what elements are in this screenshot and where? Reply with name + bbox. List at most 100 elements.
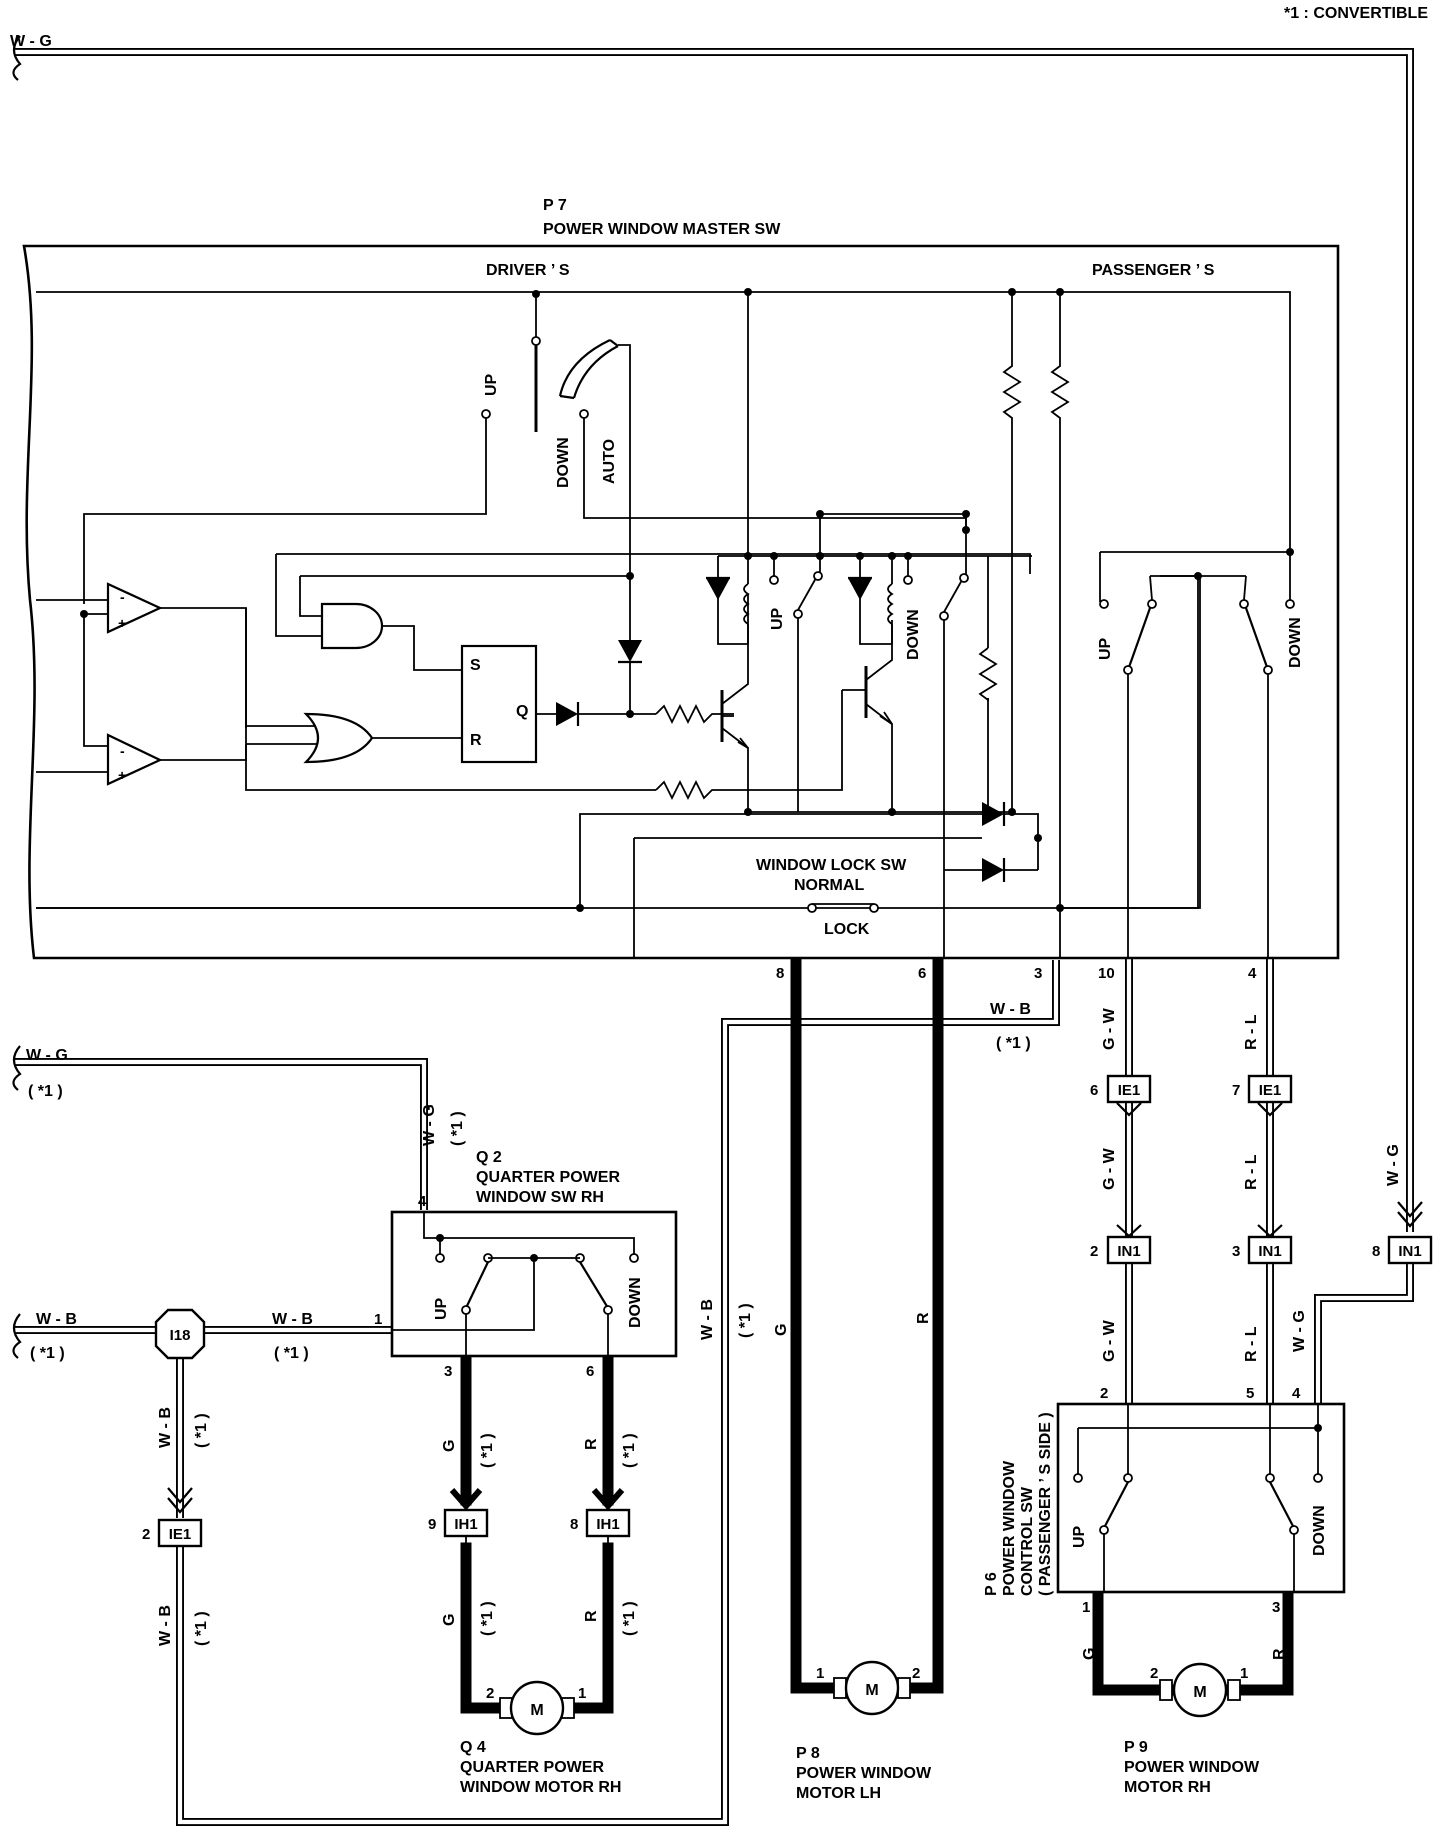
p7-pin-4: 4 <box>1248 965 1257 982</box>
wire-g-p8: G <box>773 1324 790 1336</box>
wire-star-q2-g: ( *1 ) <box>479 1433 496 1468</box>
wire-r-q4: R <box>583 1610 600 1622</box>
opamp2-minus: - <box>120 743 125 759</box>
p7-pin-6: 6 <box>918 965 926 982</box>
window-lock-lock-label: LOCK <box>824 921 870 938</box>
wire-star-vert: ( *1 ) <box>737 1303 754 1338</box>
q4-code: Q 4 <box>460 1739 486 1756</box>
in1-pin-8: 8 <box>1372 1243 1380 1260</box>
p7-pass-down-label: DOWN <box>1287 617 1304 668</box>
ff-set-label: S <box>470 657 481 674</box>
i18-label: I18 <box>170 1327 191 1344</box>
connector-ie1-6: IE1 <box>1106 1074 1152 1104</box>
q2-pin-6: 6 <box>586 1363 594 1380</box>
p6-pin-3: 3 <box>1272 1599 1280 1616</box>
motor-p9: M <box>1159 1662 1241 1718</box>
q4-pin-1: 1 <box>578 1685 586 1702</box>
wire-star-p7: ( *1 ) <box>996 1035 1031 1052</box>
p9-code: P 9 <box>1124 1739 1148 1756</box>
master-switch-p7: - + - + S R Q <box>22 244 1340 960</box>
ie1-pin-6: 6 <box>1090 1082 1098 1099</box>
p6-name2: CONTROL SW <box>1019 1486 1036 1596</box>
q2-down-label: DOWN <box>627 1277 644 1328</box>
junction-i18: I18 <box>154 1308 206 1360</box>
ie1-pin-7: 7 <box>1232 1082 1240 1099</box>
wire-gw-2: G - W <box>1101 1147 1118 1190</box>
wire-r-p9: R <box>1271 1648 1288 1660</box>
wire-star-ie1: ( *1 ) <box>193 1611 210 1646</box>
ih1-9-label: IH1 <box>454 1516 477 1533</box>
wire-g-q2: G <box>441 1440 458 1452</box>
wire-rl-3: R - L <box>1243 1326 1260 1362</box>
ih1-8-label: IH1 <box>596 1516 619 1533</box>
p7-pin-3: 3 <box>1034 965 1042 982</box>
drv-up-label: UP <box>483 373 500 396</box>
wire-wb-vert: W - B <box>699 1299 716 1340</box>
wire-wb-mid: W - B <box>272 1311 313 1328</box>
q2-name1: QUARTER POWER <box>476 1169 620 1186</box>
in1-3-label: IN1 <box>1258 1243 1281 1260</box>
wire-rl-2: R - L <box>1243 1154 1260 1190</box>
ie1-pin-2: 2 <box>142 1526 150 1543</box>
drv-auto-label: AUTO <box>601 439 618 484</box>
p8-pin-1: 1 <box>816 1665 824 1682</box>
q2-name2: WINDOW SW RH <box>476 1189 604 1206</box>
q2-code: Q 2 <box>476 1149 502 1166</box>
wire-g-p9: G <box>1081 1648 1098 1660</box>
wire-wb-p7: W - B <box>990 1001 1031 1018</box>
relay-up-label: UP <box>769 607 786 630</box>
wire-g-q4: G <box>441 1614 458 1626</box>
wire-break-marks <box>12 35 22 1359</box>
wire-wg-left: W - G <box>26 1047 68 1064</box>
wire-wg-p6: W - G <box>1291 1310 1308 1352</box>
wire-star-left-wg: ( *1 ) <box>28 1083 63 1100</box>
wire-gw-1: G - W <box>1101 1007 1118 1050</box>
connector-ie1-7: IE1 <box>1247 1074 1293 1104</box>
motor-p8: M <box>833 1660 911 1716</box>
p7-pin-10: 10 <box>1098 965 1115 982</box>
ie1-2-label: IE1 <box>169 1526 192 1543</box>
ff-q-label: Q <box>516 703 528 720</box>
connector-ie1-2: IE1 <box>157 1518 203 1548</box>
wire-star-q4-r: ( *1 ) <box>621 1601 638 1636</box>
drv-down-label: DOWN <box>555 437 572 488</box>
p6-down-label: DOWN <box>1311 1505 1328 1556</box>
ih1-pin-9: 9 <box>428 1516 436 1533</box>
drivers-label: DRIVER ’ S <box>486 262 570 279</box>
in1-8-label: IN1 <box>1398 1243 1421 1260</box>
wire-star-q2-r: ( *1 ) <box>621 1433 638 1468</box>
quarter-switch-q2: UP DOWN <box>390 1210 678 1358</box>
p8-name2: MOTOR LH <box>796 1785 881 1802</box>
q4-name1: QUARTER POWER <box>460 1759 604 1776</box>
q4-motor-m: M <box>530 1702 543 1719</box>
wire-r-q2: R <box>583 1438 600 1450</box>
passengers-label: PASSENGER ’ S <box>1092 262 1215 279</box>
wire-star-i18: ( *1 ) <box>193 1413 210 1448</box>
p6-pin-4: 4 <box>1292 1385 1301 1402</box>
ie1-7-label: IE1 <box>1259 1082 1282 1099</box>
ff-reset-label: R <box>470 732 482 749</box>
p6-up-label: UP <box>1071 1525 1088 1548</box>
p6-name3: ( PASSENGER ’ S SIDE ) <box>1037 1412 1054 1596</box>
p8-name1: POWER WINDOW <box>796 1765 932 1782</box>
p7-pin-8: 8 <box>776 965 784 982</box>
in1-pin-3: 3 <box>1232 1243 1240 1260</box>
wire-star-q2: ( *1 ) <box>449 1111 466 1146</box>
q2-up-label: UP <box>433 1297 450 1320</box>
thick-arrows <box>449 1488 625 1511</box>
control-switch-p6: UP DOWN <box>1056 1402 1346 1594</box>
p6-name1: POWER WINDOW <box>1001 1460 1018 1596</box>
connector-in1-2: IN1 <box>1106 1235 1152 1265</box>
wire-wb-ie1: W - B <box>157 1605 174 1646</box>
p8-motor-m: M <box>865 1682 878 1699</box>
p7-name: POWER WINDOW MASTER SW <box>543 221 781 238</box>
p9-name1: POWER WINDOW <box>1124 1759 1260 1776</box>
window-lock-sw-label: WINDOW LOCK SW <box>756 857 907 874</box>
in1-pin-2: 2 <box>1090 1243 1098 1260</box>
q2-pin-3: 3 <box>444 1363 452 1380</box>
p6-pin-2: 2 <box>1100 1385 1108 1402</box>
opamp2-plus: + <box>118 767 126 783</box>
p9-name2: MOTOR RH <box>1124 1779 1211 1796</box>
p8-code: P 8 <box>796 1745 820 1762</box>
